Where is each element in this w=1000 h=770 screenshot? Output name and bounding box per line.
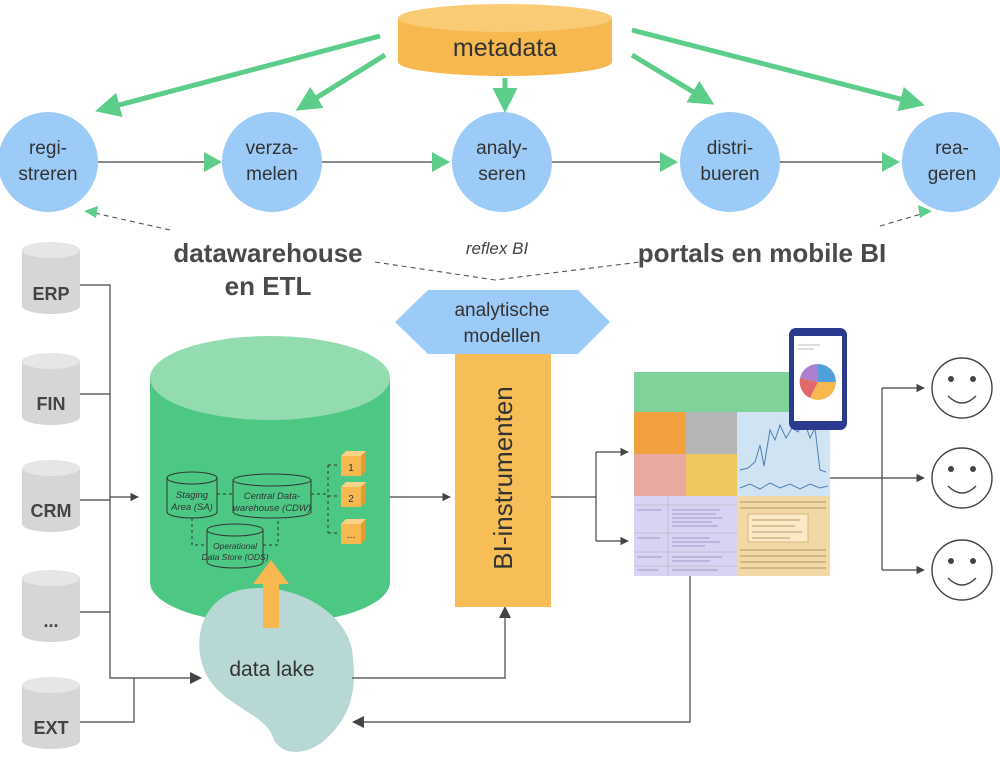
dashed-arrow-heads <box>84 205 932 218</box>
cdw-label-line2: warehouse (CDW) <box>233 503 311 514</box>
process-distribueren-line2: bueren <box>700 164 759 185</box>
source-erp-label: ERP <box>32 284 69 304</box>
staging-label-line2: Area (SA) <box>170 502 213 513</box>
bi-instrumenten: BI-instrumenten <box>455 345 551 607</box>
data-mart-cube-2: 2 <box>341 482 366 507</box>
process-registreren-line2: streren <box>18 164 77 185</box>
process-distribueren: distri- bueren <box>680 112 780 212</box>
data-lake-to-bi <box>352 614 506 679</box>
bi-to-dashboard <box>551 447 629 546</box>
analytische-modellen-hexagon: analytische modellen <box>395 290 610 354</box>
source-more: ... <box>22 570 80 642</box>
ods-label-line2: Data Store (ODS) <box>201 552 268 562</box>
data-mart-cube-more: ... <box>341 519 366 544</box>
metadata-arrow-reageren <box>631 27 925 112</box>
warehouse-cylinder: Staging Area (SA) Central Data- warehous… <box>150 336 390 624</box>
source-ext: EXT <box>22 677 80 749</box>
process-distribueren-line1: distri- <box>707 138 753 159</box>
metadata-arrow-verzamelen <box>295 52 387 111</box>
reflex-bi-label: reflex BI <box>466 239 529 258</box>
dwh-etl-label-line1: datawarehouse <box>173 238 362 268</box>
dwh-etl-label-line2: en ETL <box>225 271 312 301</box>
dashboard-spreadsheet-tile <box>737 496 830 576</box>
user-smiley-3 <box>931 539 993 601</box>
metadata-label: metadata <box>453 34 557 62</box>
metadata-arrow-distribueren <box>630 52 715 105</box>
source-crm-label: CRM <box>31 501 72 521</box>
ods-label-line1: Operational <box>213 541 258 551</box>
metadata-arrows <box>95 27 925 117</box>
central-dwh-db: Central Data- warehouse (CDW) <box>232 473 312 519</box>
process-verzamelen: verza- melen <box>222 112 322 212</box>
source-connectors <box>80 284 190 723</box>
metadata-cylinder: metadata <box>398 4 612 76</box>
analytische-modellen-line1: analytische <box>454 300 549 321</box>
data-lake-label: data lake <box>229 658 314 681</box>
process-reageren: rea- geren <box>902 112 1000 212</box>
source-more-label: ... <box>43 611 58 631</box>
analytische-modellen-line2: modellen <box>463 326 540 347</box>
process-reageren-line1: rea- <box>935 138 969 159</box>
cube-more-label: ... <box>347 530 355 541</box>
process-registreren: regi- streren <box>0 112 98 212</box>
source-fin: FIN <box>22 353 80 425</box>
process-verzamelen-line2: melen <box>246 164 298 185</box>
source-databases: ERP FIN CRM ... EXT <box>22 242 80 749</box>
process-circles: regi- streren verza- melen analy- seren … <box>0 112 1000 212</box>
dashboard-table-tile <box>634 496 737 576</box>
dashboard-to-data-lake-head <box>352 716 364 728</box>
mobile-phone <box>789 328 847 430</box>
cube-1-label: 1 <box>348 463 354 474</box>
source-ext-label: EXT <box>33 718 68 738</box>
source-crm: CRM <box>22 460 80 532</box>
dashboard-to-users <box>830 383 925 575</box>
process-analyseren-line1: analy- <box>476 138 528 159</box>
dashboard-to-data-lake <box>362 575 691 723</box>
reflex-dashed-arrows <box>89 211 929 281</box>
data-lake-to-warehouse-arrow <box>253 560 289 628</box>
source-fin-label: FIN <box>37 394 66 414</box>
process-verzamelen-line1: verza- <box>246 138 299 159</box>
phone-pie-chart <box>799 363 836 400</box>
process-flow-heads <box>204 152 900 172</box>
user-smiley-2 <box>931 447 993 509</box>
bi-instrumenten-label: BI-instrumenten <box>488 386 518 570</box>
data-lake: data lake <box>199 588 354 752</box>
metadata-arrow-registreren <box>95 33 381 117</box>
data-lake-to-bi-head <box>499 606 511 618</box>
data-mart-cube-1: 1 <box>341 451 366 476</box>
user-smiley-1 <box>931 357 993 419</box>
cube-2-label: 2 <box>348 494 354 505</box>
source-erp: ERP <box>22 242 80 314</box>
ods-db: Operational Data Store (ODS) <box>201 523 269 569</box>
process-registreren-line1: regi- <box>29 138 67 159</box>
dashboard-collage <box>634 372 830 576</box>
process-reageren-line2: geren <box>928 164 977 185</box>
staging-label-line1: Staging <box>176 490 209 501</box>
data-lake-arrowhead <box>190 672 202 684</box>
staging-area-db: Staging Area (SA) <box>166 471 218 519</box>
process-analyseren: analy- seren <box>452 112 552 212</box>
process-analyseren-line2: seren <box>478 164 526 185</box>
portals-label: portals en mobile BI <box>638 238 887 268</box>
cdw-label-line1: Central Data- <box>244 491 301 502</box>
